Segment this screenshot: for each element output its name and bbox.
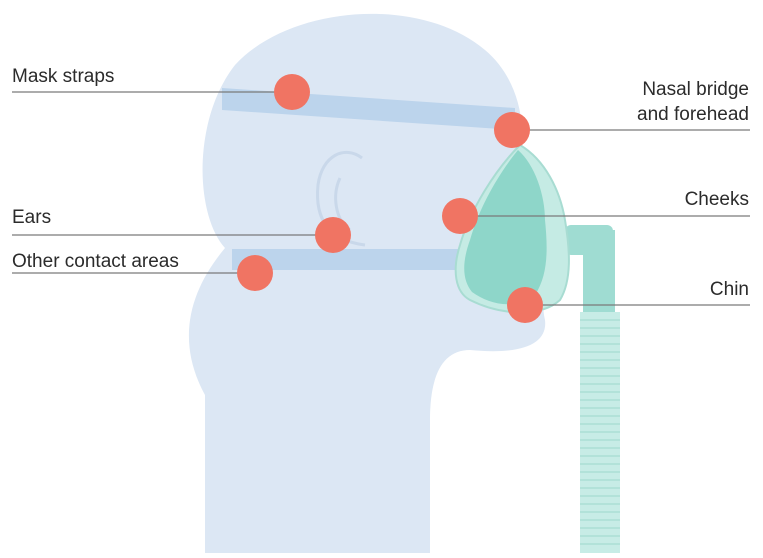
label-other-contact: Other contact areas: [12, 250, 179, 274]
dot-chin: [507, 287, 543, 323]
label-ears: Ears: [12, 206, 51, 230]
dot-ears: [315, 217, 351, 253]
dot-cheeks: [442, 198, 478, 234]
label-nasal-bridge-line2: and forehead: [637, 103, 749, 127]
label-cheeks: Cheeks: [685, 188, 749, 212]
dot-other-contact: [237, 255, 273, 291]
tube-elbow: [583, 230, 615, 312]
dot-nasal-bridge: [494, 112, 530, 148]
label-chin: Chin: [710, 278, 749, 302]
label-mask-straps: Mask straps: [12, 65, 114, 89]
dot-mask-straps: [274, 74, 310, 110]
label-nasal-bridge-line1: Nasal bridge: [642, 78, 749, 102]
